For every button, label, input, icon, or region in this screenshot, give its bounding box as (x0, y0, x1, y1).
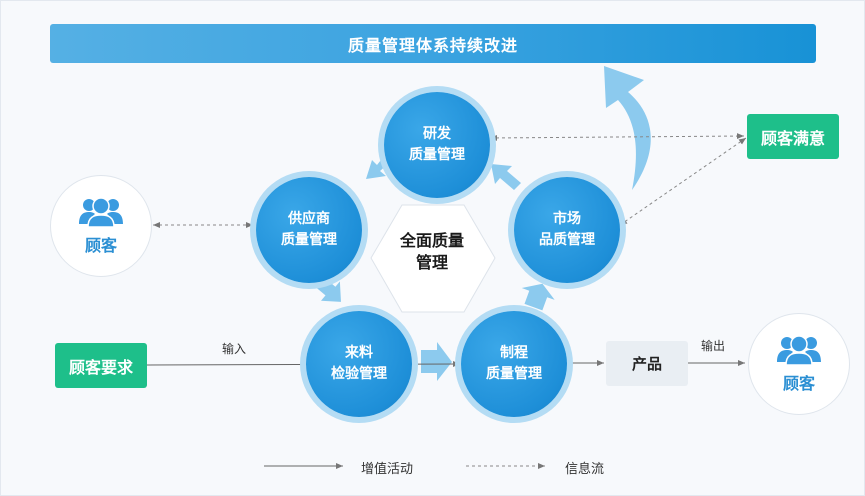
node-incoming-line1: 来料 (345, 345, 373, 361)
center-label: 全面质量 管理 (372, 230, 492, 274)
customer-right-label: 顾客 (782, 374, 815, 393)
node-supplier-line1: 供应商 (288, 211, 330, 227)
banner-title: 质量管理体系持续改进 (347, 35, 518, 55)
node-process-line2: 质量管理 (486, 366, 542, 382)
legend-dashed-label: 信息流 (565, 462, 605, 477)
arrow-rd-to-supplier (366, 156, 390, 179)
customer-requirements-box[interactable]: 顾客要求 (55, 343, 147, 388)
cycle-arrows (314, 156, 555, 381)
node-supplier-quality[interactable]: 供应商 质量管理 (256, 177, 362, 283)
info-line-market-satisfaction (619, 137, 747, 226)
customer-left-label: 顾客 (84, 236, 117, 255)
input-label: 输入 (222, 342, 247, 356)
users-icon (777, 335, 821, 366)
customer-satisfaction-label: 顾客满意 (760, 128, 825, 148)
node-rd-line2: 质量管理 (409, 147, 465, 163)
output-label: 输出 (701, 339, 726, 353)
improvement-arrow (604, 66, 651, 190)
product-label: 产品 (631, 355, 662, 373)
node-supplier-line2: 质量管理 (281, 232, 337, 248)
info-line-rd-satisfaction (489, 133, 745, 141)
flow-line-requirements-input (146, 361, 461, 368)
users-icon (79, 197, 123, 228)
node-market-line2: 品质管理 (539, 232, 595, 248)
center-hexagon (370, 204, 496, 313)
arrow-supplier-to-incoming (314, 277, 341, 302)
node-market-quality[interactable]: 市场 品质管理 (514, 177, 620, 283)
arrow-market-to-rd (491, 164, 521, 190)
center-label-line1: 全面质量 (399, 231, 464, 250)
customer-requirements-label: 顾客要求 (68, 357, 133, 377)
customer-left[interactable]: 顾客 (50, 175, 152, 277)
product-box[interactable]: 产品 (606, 341, 688, 386)
node-market-line1: 市场 (553, 211, 581, 227)
customer-satisfaction-box[interactable]: 顾客满意 (747, 114, 839, 159)
legend-solid-label: 增值活动 (361, 462, 414, 477)
node-rd-quality[interactable]: 研发 质量管理 (384, 92, 490, 198)
node-process-quality[interactable]: 制程 质量管理 (461, 311, 567, 417)
customer-right[interactable]: 顾客 (748, 313, 850, 415)
node-rd-line1: 研发 (423, 126, 451, 142)
center-label-line2: 管理 (415, 253, 448, 272)
arrow-incoming-to-process (421, 342, 452, 381)
node-incoming-inspection[interactable]: 来料 检验管理 (306, 311, 412, 417)
arrow-process-to-market (521, 283, 555, 311)
continuous-improvement-banner: 质量管理体系持续改进 (50, 24, 816, 63)
node-process-line1: 制程 (500, 345, 528, 361)
node-incoming-line2: 检验管理 (331, 366, 387, 382)
